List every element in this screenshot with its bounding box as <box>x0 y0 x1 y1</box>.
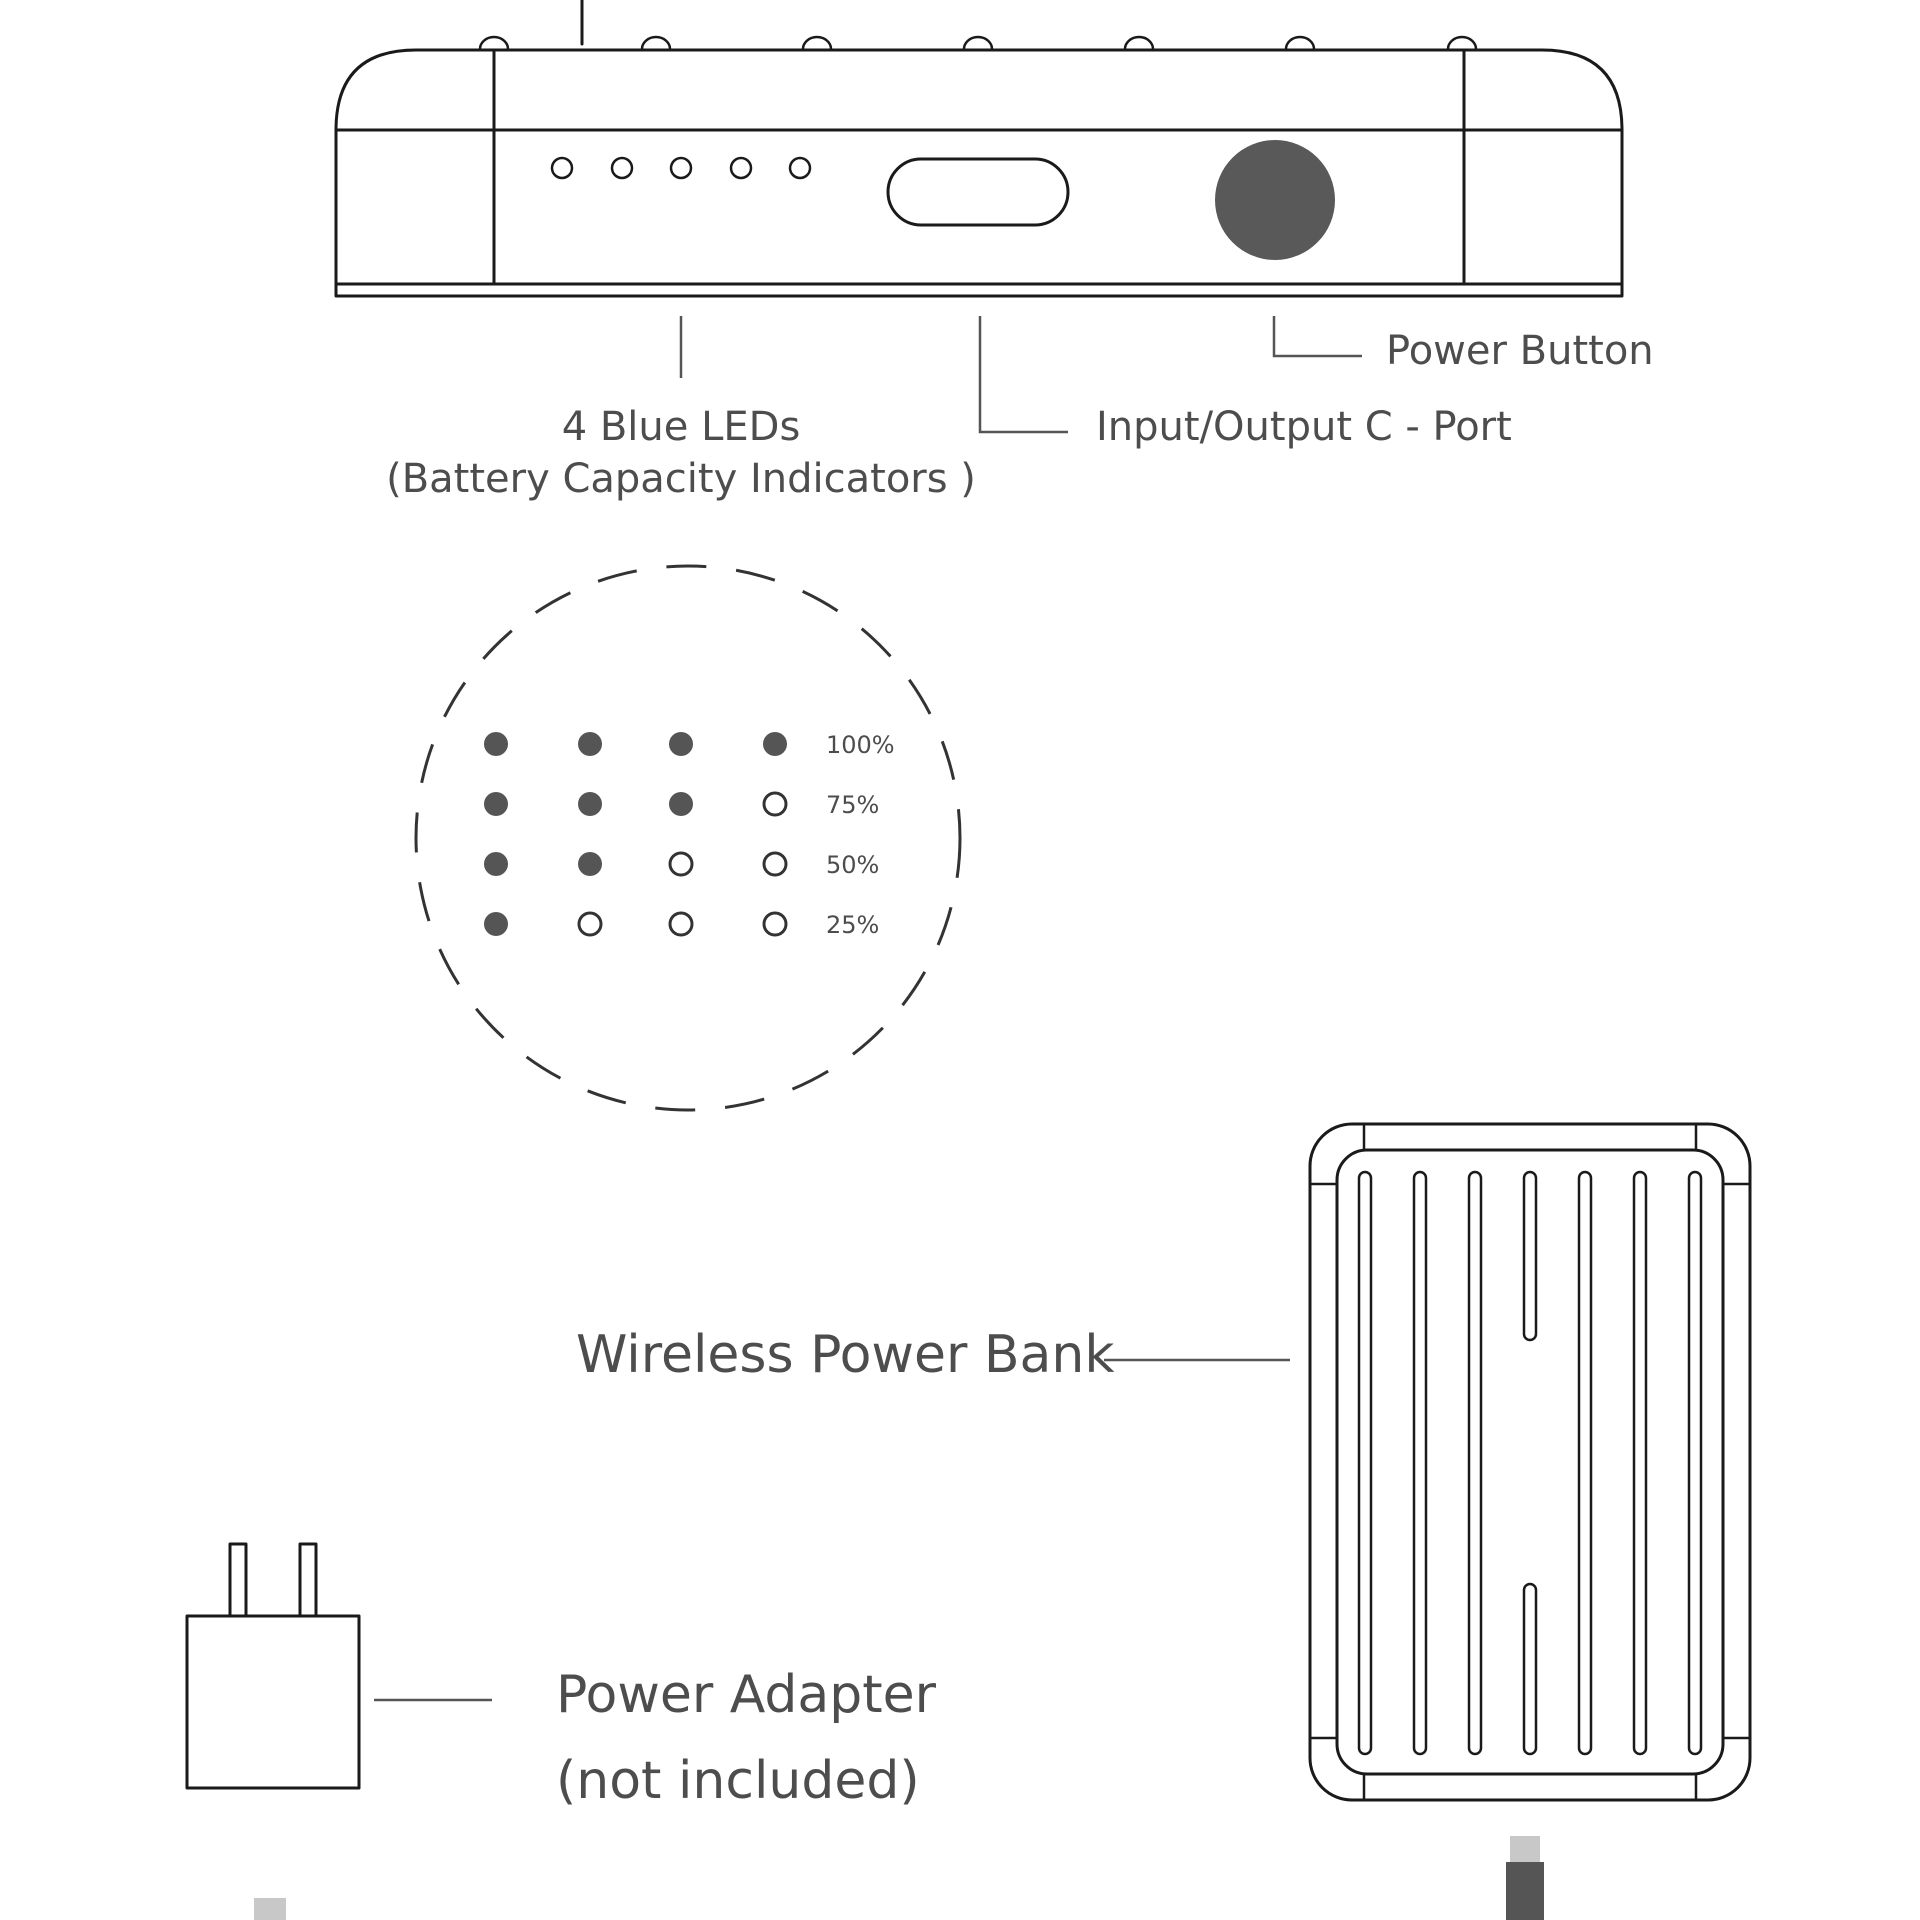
power-bank-inner-frame <box>1335 1148 1725 1776</box>
led-unlit-icon <box>577 911 603 937</box>
led-unlit-icon <box>668 911 694 937</box>
power-button <box>1215 140 1335 260</box>
led-capacity-grid: 100% 75% 50% 25% <box>484 731 895 939</box>
led-level-label: 100% <box>826 731 895 759</box>
side-top-bumps <box>478 35 1478 50</box>
callout-circle <box>414 564 962 1112</box>
side-bump <box>1446 35 1478 50</box>
leds-sublabel: (Battery Capacity Indicators ) <box>386 456 976 502</box>
side-bump <box>1284 35 1316 50</box>
led-unlit-icon <box>762 911 788 937</box>
side-led <box>550 156 574 180</box>
led-lit-icon <box>484 732 508 756</box>
side-bump <box>801 35 833 50</box>
side-led <box>610 156 634 180</box>
usb-c-port <box>886 157 1070 227</box>
adapter-prong-left <box>228 1542 248 1618</box>
side-bump <box>640 35 672 50</box>
adapter-cable-stub <box>254 1898 286 1920</box>
groove <box>1522 1170 1538 1342</box>
adapter-body <box>185 1614 361 1790</box>
led-lit-icon <box>484 912 508 936</box>
power-bank-label: Wireless Power Bank <box>576 1325 1114 1385</box>
side-bump <box>962 35 994 50</box>
side-led <box>788 156 812 180</box>
side-bump <box>478 35 510 50</box>
led-lit-icon <box>578 732 602 756</box>
led-lit-icon <box>484 852 508 876</box>
side-led-indicators <box>550 156 812 180</box>
led-level-label: 75% <box>826 791 879 819</box>
side-led <box>729 156 753 180</box>
power-bank-outer-frame <box>1308 1122 1752 1802</box>
groove <box>1577 1170 1593 1756</box>
power-button-leader <box>1272 316 1362 358</box>
io-port-leader <box>978 316 1068 434</box>
power-button-label: Power Button <box>1386 328 1654 374</box>
wireless-power-bank <box>1308 1122 1752 1920</box>
groove <box>1632 1170 1648 1756</box>
led-lit-icon <box>578 852 602 876</box>
leds-label: 4 Blue LEDs <box>562 404 801 450</box>
power-adapter <box>185 1542 361 1920</box>
led-lit-icon <box>669 792 693 816</box>
side-led <box>669 156 693 180</box>
led-capacity-callout: 100% 75% 50% 25% <box>414 564 962 1112</box>
groove <box>1522 1582 1538 1756</box>
power-bank-side-body <box>334 48 1624 298</box>
led-unlit-icon <box>762 851 788 877</box>
groove <box>1467 1170 1483 1756</box>
led-level-label: 50% <box>826 851 879 879</box>
adapter-label: Power Adapter <box>556 1665 937 1725</box>
led-unlit-icon <box>668 851 694 877</box>
adapter-sublabel: (not included) <box>556 1751 920 1811</box>
cable-plug <box>1510 1836 1540 1862</box>
led-lit-icon <box>669 732 693 756</box>
side-bump <box>1123 35 1155 50</box>
led-lit-icon <box>763 732 787 756</box>
led-lit-icon <box>484 792 508 816</box>
power-bank-grooves <box>1357 1170 1703 1756</box>
power-bank-side-view <box>334 0 1624 298</box>
groove <box>1412 1170 1428 1756</box>
groove <box>1357 1170 1373 1756</box>
io-port-label: Input/Output C - Port <box>1096 404 1512 450</box>
groove <box>1687 1170 1703 1756</box>
adapter-prong-right <box>298 1542 318 1618</box>
cable-body <box>1506 1862 1544 1920</box>
led-level-label: 25% <box>826 911 879 939</box>
led-unlit-icon <box>762 791 788 817</box>
led-lit-icon <box>578 792 602 816</box>
